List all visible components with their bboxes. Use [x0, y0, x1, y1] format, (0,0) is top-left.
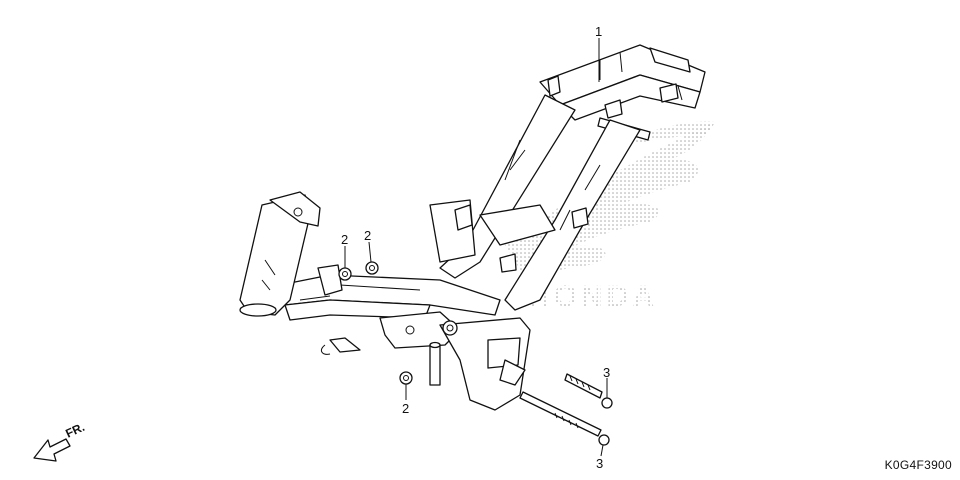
callout-2-right: 2 — [364, 228, 371, 243]
callout-3-upper: 3 — [603, 365, 610, 380]
callout-leaders — [344, 38, 608, 457]
flange-nut-upper-left — [338, 267, 352, 281]
callout-1: 1 — [595, 24, 602, 39]
callout-2-left: 2 — [341, 232, 348, 247]
diagram-part-code: K0G4F3900 — [884, 458, 952, 472]
bolt-lower — [519, 391, 610, 446]
callout-2-lower: 2 — [402, 401, 409, 416]
bolt-upper — [564, 373, 613, 409]
flange-nut-lower — [399, 371, 413, 385]
front-direction-label: FR. — [63, 420, 86, 441]
callout-3-lower: 3 — [596, 456, 603, 471]
front-direction-arrow: FR. — [33, 420, 87, 462]
flange-nut-upper-right — [365, 261, 379, 275]
frame-body — [239, 44, 706, 411]
